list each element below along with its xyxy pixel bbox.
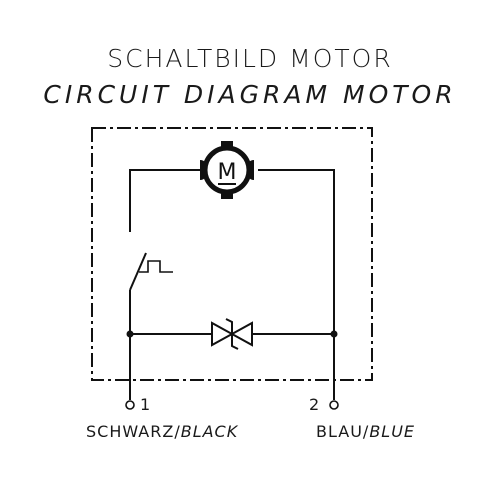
terminal-1-wire-color: SCHWARZ/BLACK [86, 422, 238, 441]
diode-triangle-right [211, 321, 235, 347]
title-german: SCHALTBILD MOTOR [107, 44, 393, 73]
wire-left-top [129, 169, 206, 232]
motor-housing [202, 145, 252, 195]
diode-bar [225, 318, 239, 350]
motor-letter: M [218, 160, 237, 185]
terminal-1-wire-de: SCHWARZ/ [86, 422, 181, 441]
diode-triangle-left [229, 321, 253, 347]
switch-actuator [139, 260, 173, 273]
title-english: CIRCUIT DIAGRAM MOTOR [43, 80, 457, 109]
terminal-2-wire-color: BLAU/BLUE [316, 422, 415, 441]
thermal-switch-symbol [129, 252, 173, 291]
motor-brush-top [221, 141, 233, 148]
terminal-1-wire-en: BLACK [180, 422, 239, 441]
junction-dot-left [126, 330, 134, 338]
enclosure-border [91, 127, 373, 381]
motor-brush-bottom [221, 192, 233, 199]
switch-blade [129, 252, 147, 291]
wire-right-top [258, 169, 335, 334]
terminal-2-number: 2 [309, 395, 321, 414]
terminal-1-number: 1 [140, 395, 152, 414]
terminal-2 [329, 400, 339, 410]
bidirectional-diode-symbol [211, 318, 253, 350]
motor-symbol: M [200, 141, 254, 199]
terminal-1 [125, 400, 135, 410]
terminal-2-wire-de: BLAU/ [316, 422, 370, 441]
terminal-2-wire-en: BLUE [369, 422, 416, 441]
